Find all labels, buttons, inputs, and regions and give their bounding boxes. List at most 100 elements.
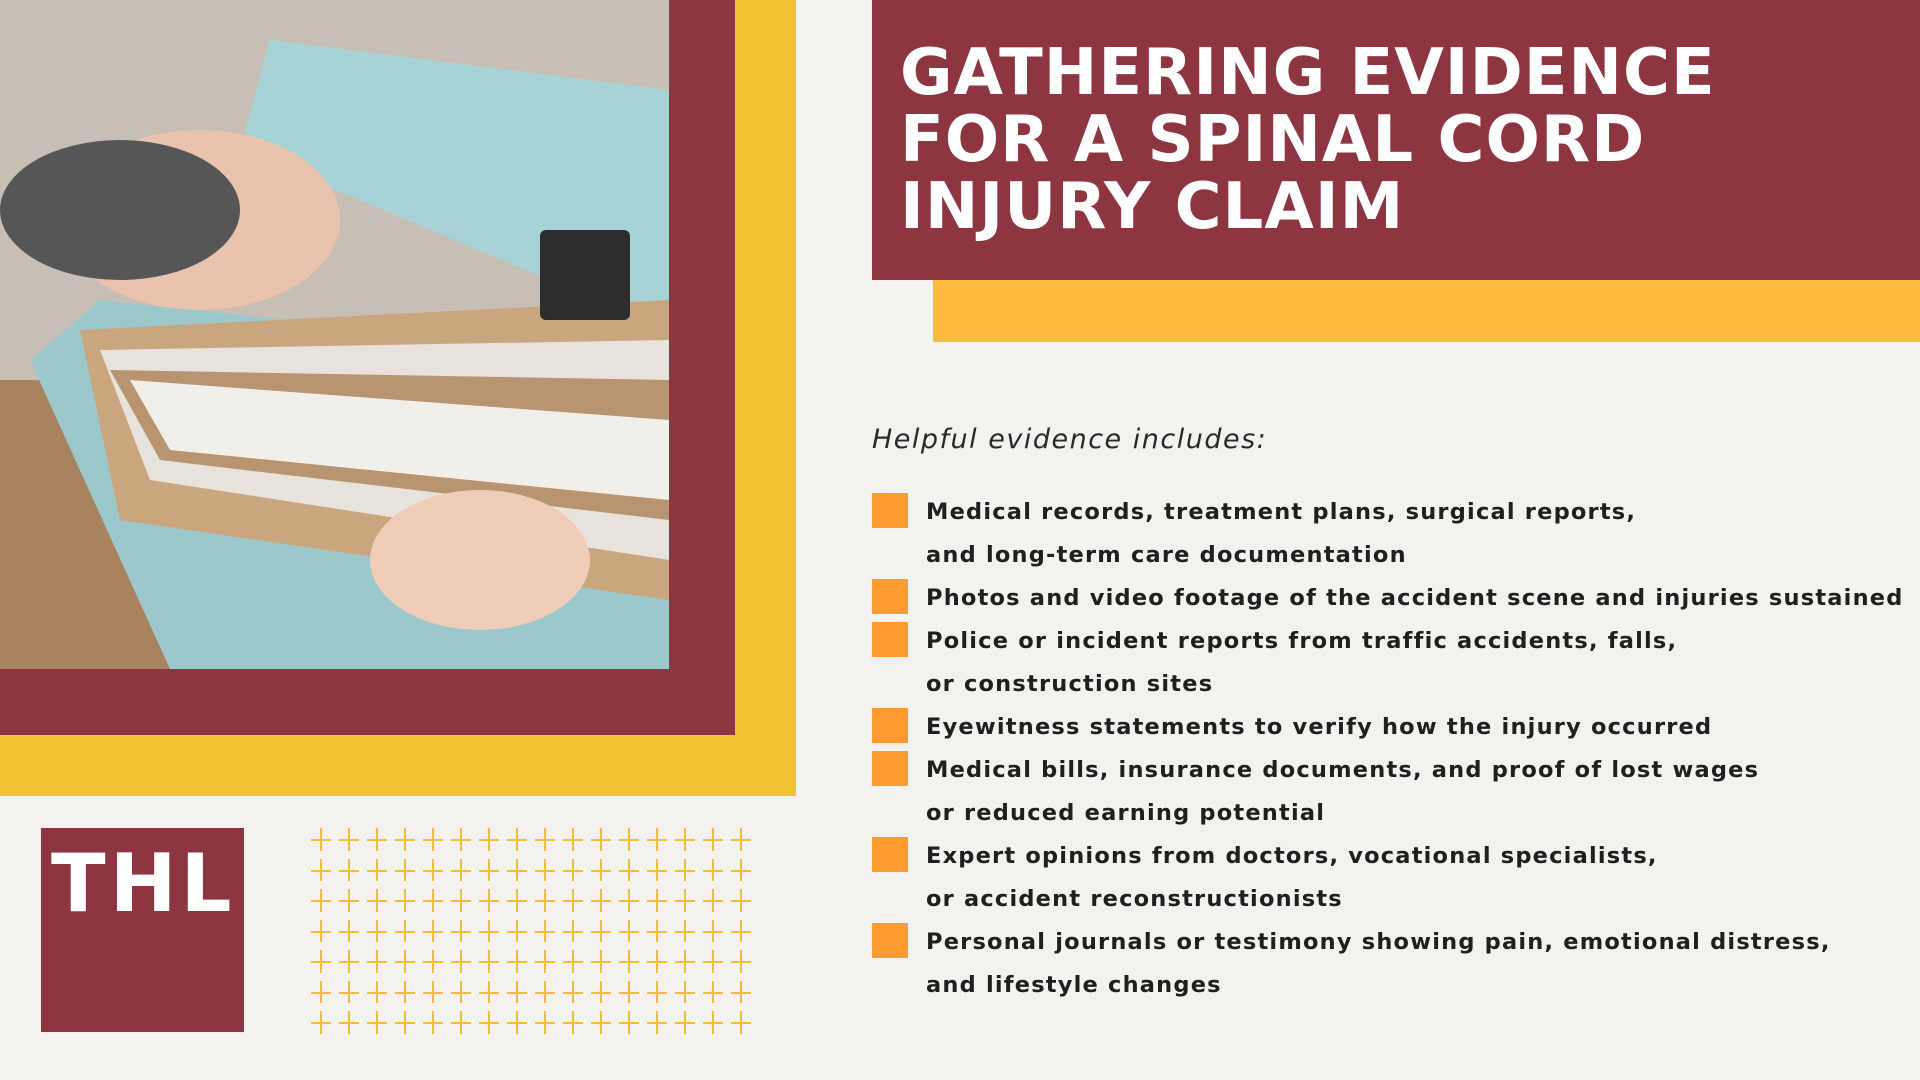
list-item-text: Eyewitness statements to verify how the … [926, 714, 1713, 740]
square-bullet-icon [872, 837, 908, 872]
plus-icon [560, 917, 588, 948]
plus-icon [336, 856, 364, 887]
plus-icon [392, 978, 420, 1009]
plus-icon [700, 1008, 728, 1039]
plus-icon [504, 856, 532, 887]
list-item: Police or incident reports from traffic … [872, 622, 1912, 708]
plus-icon [420, 825, 448, 856]
plus-icon [532, 978, 560, 1009]
plus-icon [588, 825, 616, 856]
plus-icon [532, 1008, 560, 1039]
plus-icon [336, 978, 364, 1009]
list-item: Personal journals or testimony showing p… [872, 923, 1912, 1009]
plus-icon [672, 1008, 700, 1039]
plus-icon [616, 825, 644, 856]
plus-icon [448, 886, 476, 917]
plus-icon [392, 947, 420, 978]
plus-icon [308, 825, 336, 856]
plus-icon [728, 886, 756, 917]
folder-illustration [0, 0, 669, 669]
plus-icon [448, 917, 476, 948]
plus-icon [392, 1008, 420, 1039]
plus-icon [560, 856, 588, 887]
thl-logo: THL [41, 828, 244, 1032]
plus-icon [448, 947, 476, 978]
plus-icon [364, 978, 392, 1009]
plus-icon [364, 886, 392, 917]
list-item-text: Medical bills, insurance documents, and … [926, 757, 1760, 783]
plus-icon [392, 856, 420, 887]
plus-icon [476, 947, 504, 978]
list-item: Medical bills, insurance documents, and … [872, 751, 1912, 837]
plus-icon [392, 825, 420, 856]
square-bullet-icon [872, 923, 908, 958]
plus-icon [728, 917, 756, 948]
plus-icon [700, 947, 728, 978]
plus-icon [588, 917, 616, 948]
title-banner [872, 0, 1920, 280]
plus-icon [336, 947, 364, 978]
plus-icon [616, 917, 644, 948]
list-item-text: Photos and video footage of the accident… [926, 585, 1904, 611]
plus-pattern-decoration [308, 825, 756, 1039]
plus-icon [448, 1008, 476, 1039]
plus-icon [364, 917, 392, 948]
plus-icon [476, 856, 504, 887]
square-bullet-icon [872, 493, 908, 528]
plus-icon [420, 978, 448, 1009]
plus-icon [448, 825, 476, 856]
plus-icon [672, 856, 700, 887]
title-line: GATHERING EVIDENCE [900, 36, 1716, 110]
plus-icon [364, 947, 392, 978]
list-item-text: Personal journals or testimony showing p… [926, 929, 1831, 955]
logo-text: THL [51, 837, 236, 930]
title-line: INJURY CLAIM [900, 170, 1405, 244]
plus-icon [504, 978, 532, 1009]
plus-icon [308, 947, 336, 978]
list-item-text: or reduced earning potential [926, 800, 1326, 826]
plus-icon [392, 917, 420, 948]
plus-icon [364, 856, 392, 887]
plus-icon [364, 1008, 392, 1039]
plus-icon [588, 978, 616, 1009]
title-accent-bar [933, 280, 1920, 342]
list-item: Photos and video footage of the accident… [872, 579, 1912, 622]
plus-icon [532, 856, 560, 887]
plus-icon [588, 856, 616, 887]
plus-icon [504, 825, 532, 856]
plus-icon [560, 947, 588, 978]
title-line: FOR A SPINAL CORD [900, 103, 1646, 177]
plus-icon [336, 886, 364, 917]
evidence-subtitle: Helpful evidence includes: [872, 424, 1268, 455]
square-bullet-icon [872, 579, 908, 614]
plus-icon [476, 886, 504, 917]
plus-icon [728, 856, 756, 887]
plus-icon [532, 917, 560, 948]
list-item-text: and lifestyle changes [926, 972, 1222, 998]
plus-icon [308, 886, 336, 917]
plus-icon [308, 917, 336, 948]
square-bullet-icon [872, 751, 908, 786]
list-item: Expert opinions from doctors, vocational… [872, 837, 1912, 923]
plus-icon [448, 856, 476, 887]
plus-icon [308, 978, 336, 1009]
square-bullet-icon [872, 622, 908, 657]
plus-icon [644, 978, 672, 1009]
plus-icon [336, 917, 364, 948]
plus-icon [532, 886, 560, 917]
plus-icon [672, 825, 700, 856]
plus-icon [392, 886, 420, 917]
plus-icon [616, 856, 644, 887]
plus-icon [504, 917, 532, 948]
plus-icon [588, 1008, 616, 1039]
plus-icon [560, 825, 588, 856]
plus-icon [644, 825, 672, 856]
plus-icon [616, 1008, 644, 1039]
list-item: Medical records, treatment plans, surgic… [872, 493, 1912, 579]
plus-icon [700, 856, 728, 887]
plus-icon [644, 856, 672, 887]
plus-icon [420, 917, 448, 948]
plus-icon [308, 1008, 336, 1039]
list-item-text: and long-term care documentation [926, 542, 1407, 568]
list-item-text: or accident reconstructionists [926, 886, 1343, 912]
